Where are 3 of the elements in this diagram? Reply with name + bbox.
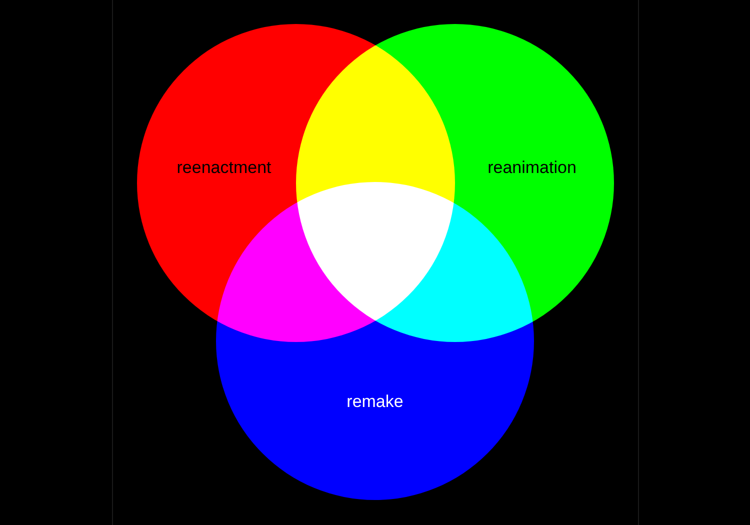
circle-label: reanimation <box>488 158 576 178</box>
circle-label: remake <box>346 392 404 412</box>
circle-label: reenactment <box>176 158 272 178</box>
